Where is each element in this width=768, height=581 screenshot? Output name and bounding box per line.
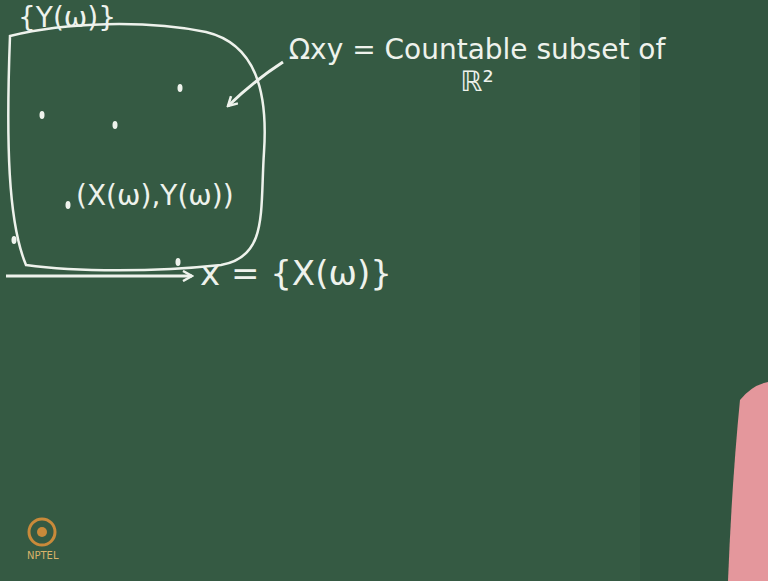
point-label: (X(ω),Y(ω)) [76, 180, 234, 212]
watermark: NPTEL [27, 550, 59, 562]
nptel-logo [29, 519, 55, 545]
set-definition: Ωxy = Countable subset of ℝ² [282, 34, 672, 98]
blob-outline [6, 22, 274, 272]
set-label: {Y(ω)} [18, 2, 116, 34]
leader-arrow [228, 62, 283, 106]
map-arrow [6, 275, 192, 278]
person [728, 382, 768, 581]
projection-set: x = {X(ω)} [200, 254, 392, 293]
countable-set-blob: (X(ω),Y(ω)) [6, 22, 274, 272]
